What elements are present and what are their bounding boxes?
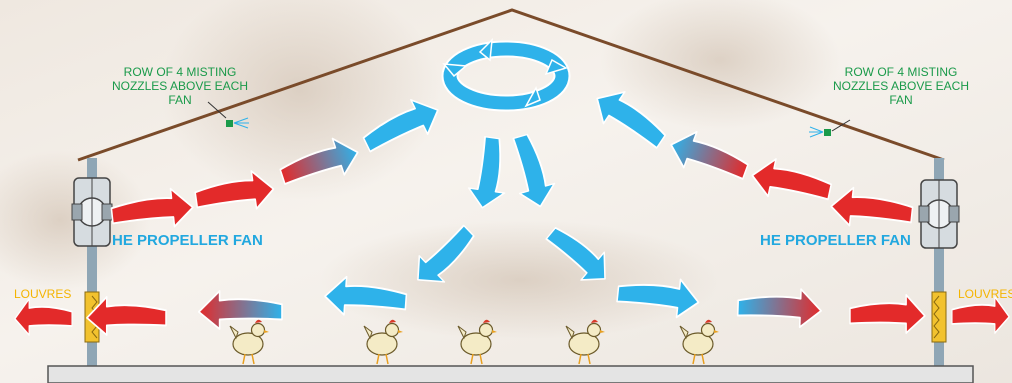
propeller-fan-icon (918, 179, 960, 249)
right-wall (934, 158, 944, 368)
louvres-label-right: LOUVRES (958, 287, 1012, 301)
louvre-vent-icon (931, 291, 947, 343)
circulation-loop (441, 37, 571, 112)
fan-label-right: HE PROPELLER FAN (760, 232, 911, 249)
floor (47, 365, 974, 383)
misting-nozzle-icon (207, 101, 249, 129)
misting-nozzle-icon (809, 119, 851, 138)
chicken-icon (229, 319, 269, 365)
louvres-label-left: LOUVRES (14, 287, 72, 301)
misting-label-right: ROW OF 4 MISTING NOZZLES ABOVE EACH FAN (832, 65, 970, 107)
misting-label-left: ROW OF 4 MISTING NOZZLES ABOVE EACH FAN (111, 65, 249, 107)
propeller-fan-icon (71, 177, 113, 247)
left-wall (87, 158, 97, 368)
fan-label-left: HE PROPELLER FAN (112, 232, 263, 249)
roof-line (77, 8, 945, 162)
